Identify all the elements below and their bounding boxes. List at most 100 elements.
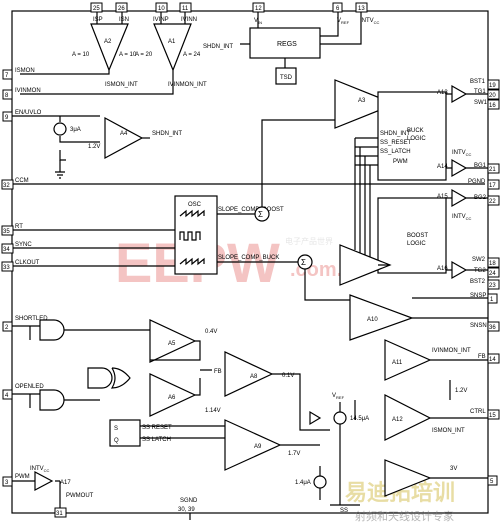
pin-16-label: 16 (489, 103, 496, 109)
ss-reset-latch: SS RESET (142, 425, 172, 431)
isp-label: ISP (93, 17, 103, 23)
tsd-label: TSD (280, 75, 293, 81)
intvcc-a14: INTVCC (452, 150, 472, 157)
buck-logic-1: BUCK (407, 128, 424, 134)
a2-label: A2 (104, 39, 112, 45)
a6-label: A6 (168, 395, 176, 401)
pin-15-label: 15 (489, 413, 496, 419)
amp-ss-comp (384, 459, 432, 497)
a4-label: A4 (120, 131, 128, 137)
regs-label: REGS (277, 41, 297, 48)
amp-a8 (224, 351, 274, 397)
a8-label: A8 (250, 374, 258, 380)
pin-19-label: 19 (489, 83, 496, 89)
vin-label: VIN (254, 18, 262, 25)
pgnd-label: PGND (468, 179, 486, 185)
i3ua-source (53, 122, 67, 136)
a1-label: A1 (168, 39, 176, 45)
a14-label: A14 (437, 164, 448, 170)
i145-source (333, 411, 347, 425)
amp-a1 (153, 23, 192, 72)
a3-label: A3 (358, 98, 366, 104)
ss-latch-logic: SS_LATCH (380, 149, 411, 155)
v17-label: 1.7V (288, 451, 300, 457)
pin-21-label: 21 (489, 167, 496, 173)
pin-36-label: 36 (489, 325, 496, 331)
shdn-int-top: SHDN_INT (203, 44, 233, 50)
amp-a9 (224, 419, 282, 471)
snsn-label: SNSN (470, 323, 487, 329)
vref-label: VREF (337, 18, 350, 25)
a1-gain2: A = 24 (183, 52, 201, 58)
intvcc-a15: INTVCC (452, 214, 472, 221)
clkout-label: CLKOUT (15, 260, 40, 266)
buck-logic-block (377, 91, 447, 181)
ismon-int-a12: ISMON_INT (432, 428, 465, 434)
sum-boost-sign: Σ (258, 210, 263, 219)
v12-label: 1.2V (88, 144, 100, 150)
rt-label: RT (15, 224, 23, 230)
osc-label: OSC (188, 202, 202, 208)
pin-7-label: 7 (5, 73, 9, 79)
pin-17-label: 17 (489, 183, 496, 189)
amp-a2 (90, 23, 129, 72)
left-pins: 7 8 9 32 35 34 33 2 4 3 (1, 69, 14, 487)
openled-label: OPENLED (15, 384, 44, 390)
intvcc-a17: INTVCC (30, 466, 50, 473)
watermark-bottom: 易迪拓培训 射频和天线设计专家 (345, 480, 455, 523)
buck-logic-2: LOGIC (407, 136, 426, 142)
pwmout-label: PWMOUT (66, 493, 94, 499)
shortled-label: SHORTLED (15, 316, 48, 322)
sgnd-pins: 30, 39 (178, 507, 195, 513)
and-gate-2 (39, 389, 65, 411)
pin-14-label: 14 (489, 357, 496, 363)
sum-buck-sign: Σ (301, 258, 306, 267)
watermark-cn3: 射频和天线设计专家 (355, 509, 454, 523)
sgnd-label: SGND (180, 498, 198, 504)
a2-gain2: A = 10 (119, 52, 137, 58)
bst1-label: BST1 (470, 79, 486, 85)
i3ua-label: 3μA (70, 127, 81, 133)
latch-q: Q (114, 438, 119, 444)
intvcc-label: INTVCC (360, 18, 380, 25)
v12b-label: 1.2V (455, 388, 467, 394)
pin-24-label: 24 (489, 271, 496, 277)
pin-25-label: 25 (93, 6, 100, 12)
pin-20-label: 20 (489, 93, 496, 99)
ss-latch-latch: SS LATCH (142, 437, 171, 443)
a12-label: A12 (392, 417, 403, 423)
sw2-label: SW2 (472, 257, 486, 263)
v01-label: 0.1V (282, 373, 294, 379)
a9-label: A9 (254, 444, 262, 450)
a16-label: A16 (437, 266, 448, 272)
boost-logic-2: LOGIC (407, 241, 426, 247)
pin-2-label: 2 (5, 325, 9, 331)
a2-gain1: A = 10 (72, 52, 90, 58)
slope-buck-label: SLOPE_COMP_BUCK (218, 255, 279, 261)
boost-logic-1: BOOST (407, 233, 428, 239)
ccm-label: CCM (15, 178, 29, 184)
snsp-label: SNSP (470, 293, 486, 299)
ss-pin-label: SS (340, 508, 348, 514)
sr-latch (109, 419, 141, 447)
pin-12-label: 12 (255, 6, 262, 12)
ivinn-label: IVINN (181, 17, 197, 23)
shdn-int-logic: SHDN_INT (380, 131, 410, 137)
tsd-block (275, 67, 297, 85)
pin-3-label: 3 (5, 480, 9, 486)
a17-label: A17 (60, 480, 71, 486)
pwm-logic: PWM (393, 159, 408, 165)
ismon-label: ISMON (15, 68, 35, 74)
amp-a6 (149, 373, 197, 417)
isn-label: ISN (119, 17, 129, 23)
v04-label: 0.4V (205, 329, 217, 335)
pin-34-label: 34 (3, 247, 10, 253)
ctrl-label: CTRL (470, 409, 486, 415)
ivinmon-int-label: IVINMON_INT (168, 82, 207, 88)
ivinmon-label: IVINMON (15, 88, 41, 94)
tg2-label: TG2 (474, 268, 486, 274)
pin-33-label: 33 (3, 265, 10, 271)
i145-label: 14.5μA (350, 416, 369, 422)
amp-a10 (349, 294, 414, 341)
